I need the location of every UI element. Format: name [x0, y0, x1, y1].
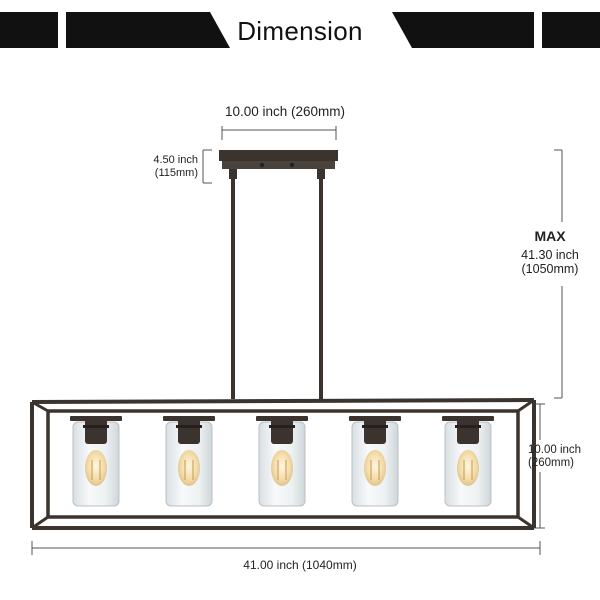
bulb — [178, 450, 200, 486]
bulb — [271, 450, 293, 486]
socket — [85, 418, 107, 444]
socket-ring — [176, 425, 202, 428]
banner-stripe-right-2 — [542, 12, 600, 48]
frame-height-label: 10.00 inch (260mm) — [528, 444, 598, 470]
page-title: Dimension — [237, 16, 363, 46]
header-banner: Dimension — [0, 12, 600, 48]
frame-front — [30, 398, 536, 530]
canopy — [219, 150, 338, 179]
banner-stripes — [0, 12, 600, 48]
socket-ring — [83, 425, 109, 428]
canopy-height-inch: 4.50 inch — [153, 154, 198, 166]
max-height-dimension — [554, 149, 563, 399]
bulb — [85, 450, 107, 486]
banner-stripe-right-1 — [392, 12, 534, 48]
light-4 — [349, 416, 401, 507]
banner-stripe-left-2 — [66, 12, 230, 48]
max-word: MAX — [534, 228, 566, 244]
canopy-width-label: 10.00 inch (260mm) — [224, 104, 346, 119]
light-3 — [256, 416, 308, 507]
total-width-label: 41.00 inch (1040mm) — [243, 558, 357, 572]
bulb — [457, 450, 479, 486]
canopy-height-label: 4.50 inch (115mm) — [118, 154, 198, 179]
frame-height-mm: (260mm) — [528, 457, 575, 470]
socket-ring — [269, 425, 295, 428]
canopy-height-mm: (115mm) — [154, 166, 198, 179]
lights-group — [70, 416, 494, 507]
frame-height-inch: 10.00 inch — [528, 444, 582, 456]
socket — [271, 418, 293, 444]
total-width-dimension — [31, 541, 541, 555]
downrods — [231, 179, 323, 399]
banner-stripe-left-1 — [0, 12, 58, 48]
max-height-inch: 41.30 inch — [521, 248, 579, 263]
socket-ring — [362, 425, 388, 428]
light-5 — [442, 416, 494, 507]
socket — [457, 418, 479, 444]
light-1 — [70, 416, 122, 507]
light-2 — [163, 416, 215, 507]
max-height-label: MAX 41.30 inch (1050mm) — [510, 228, 590, 277]
socket — [364, 418, 386, 444]
socket — [178, 418, 200, 444]
canopy-height-bracket — [202, 149, 212, 184]
socket-ring — [455, 425, 481, 428]
bulb — [364, 450, 386, 486]
max-height-mm: (1050mm) — [521, 262, 579, 277]
canopy-width-dimension — [221, 126, 337, 140]
